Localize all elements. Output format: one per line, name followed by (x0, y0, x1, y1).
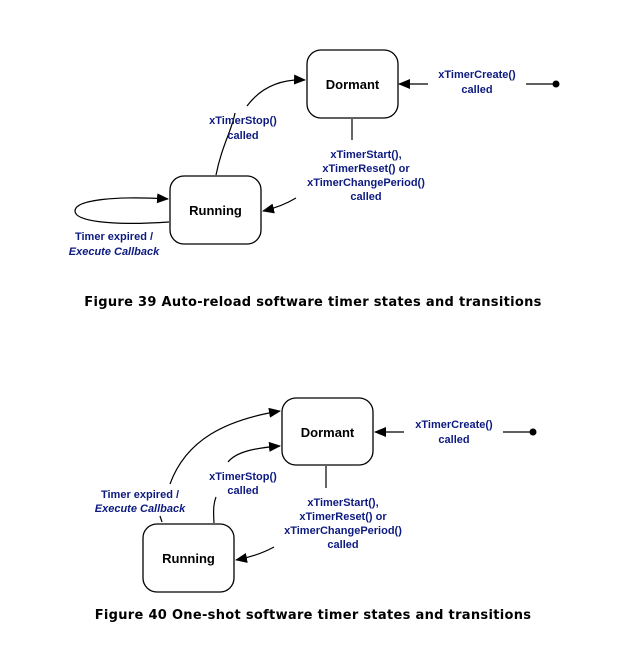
create-label-line2: called (438, 434, 469, 446)
start-label-line1: xTimerStart(), (307, 497, 378, 509)
start-label-line4: called (327, 539, 358, 551)
create-label-line2: called (461, 84, 492, 96)
stop-label-line1: xTimerStop() (209, 471, 277, 483)
start-label-line3: xTimerChangePeriod() (307, 177, 425, 189)
figure-39-auto-reload: Dormant Running xTimerCreate() called xT… (69, 49, 560, 310)
state-dormant: Dormant (281, 397, 374, 466)
expired-self-loop (74, 193, 170, 224)
state-dormant-label: Dormant (326, 77, 380, 92)
state-running-label: Running (162, 551, 215, 566)
expired-label-line2: Execute Callback (95, 503, 186, 515)
start-label-line3: xTimerChangePeriod() (284, 525, 402, 537)
start-label-line4: called (350, 191, 381, 203)
expired-label-line2: Execute Callback (69, 246, 160, 258)
expired-edge-stub (159, 515, 163, 523)
state-running: Running (142, 523, 235, 593)
start-label-line2: xTimerReset() or (322, 163, 410, 175)
figure-39-caption: Figure 39 Auto-reload software timer sta… (84, 295, 541, 310)
stop-label-line2: called (227, 130, 258, 142)
start-label-line2: xTimerReset() or (299, 511, 387, 523)
create-label-line1: xTimerCreate() (438, 69, 516, 81)
start-edge-lower (235, 546, 275, 563)
stop-edge-upper (227, 441, 281, 463)
stop-edge-lower (215, 112, 236, 176)
figure-40-one-shot: Dormant Running xTimerCreate() called Ti… (95, 397, 537, 623)
stop-edge-lower (213, 496, 217, 524)
state-dormant: Dormant (306, 49, 399, 119)
stop-label-line1: xTimerStop() (209, 115, 277, 127)
state-dormant-label: Dormant (301, 425, 355, 440)
stop-edge-upper (246, 74, 306, 107)
expired-edge (169, 407, 281, 485)
create-label-line1: xTimerCreate() (415, 419, 493, 431)
start-edge-lower (262, 197, 297, 214)
state-running-label: Running (189, 203, 242, 218)
expired-label-line1: Timer expired / (75, 231, 153, 243)
expired-label-line1: Timer expired / (101, 489, 179, 501)
state-running: Running (169, 175, 262, 245)
start-label-line1: xTimerStart(), (330, 149, 401, 161)
figure-40-caption: Figure 40 One-shot software timer states… (95, 608, 532, 623)
stop-label-line2: called (227, 485, 258, 497)
